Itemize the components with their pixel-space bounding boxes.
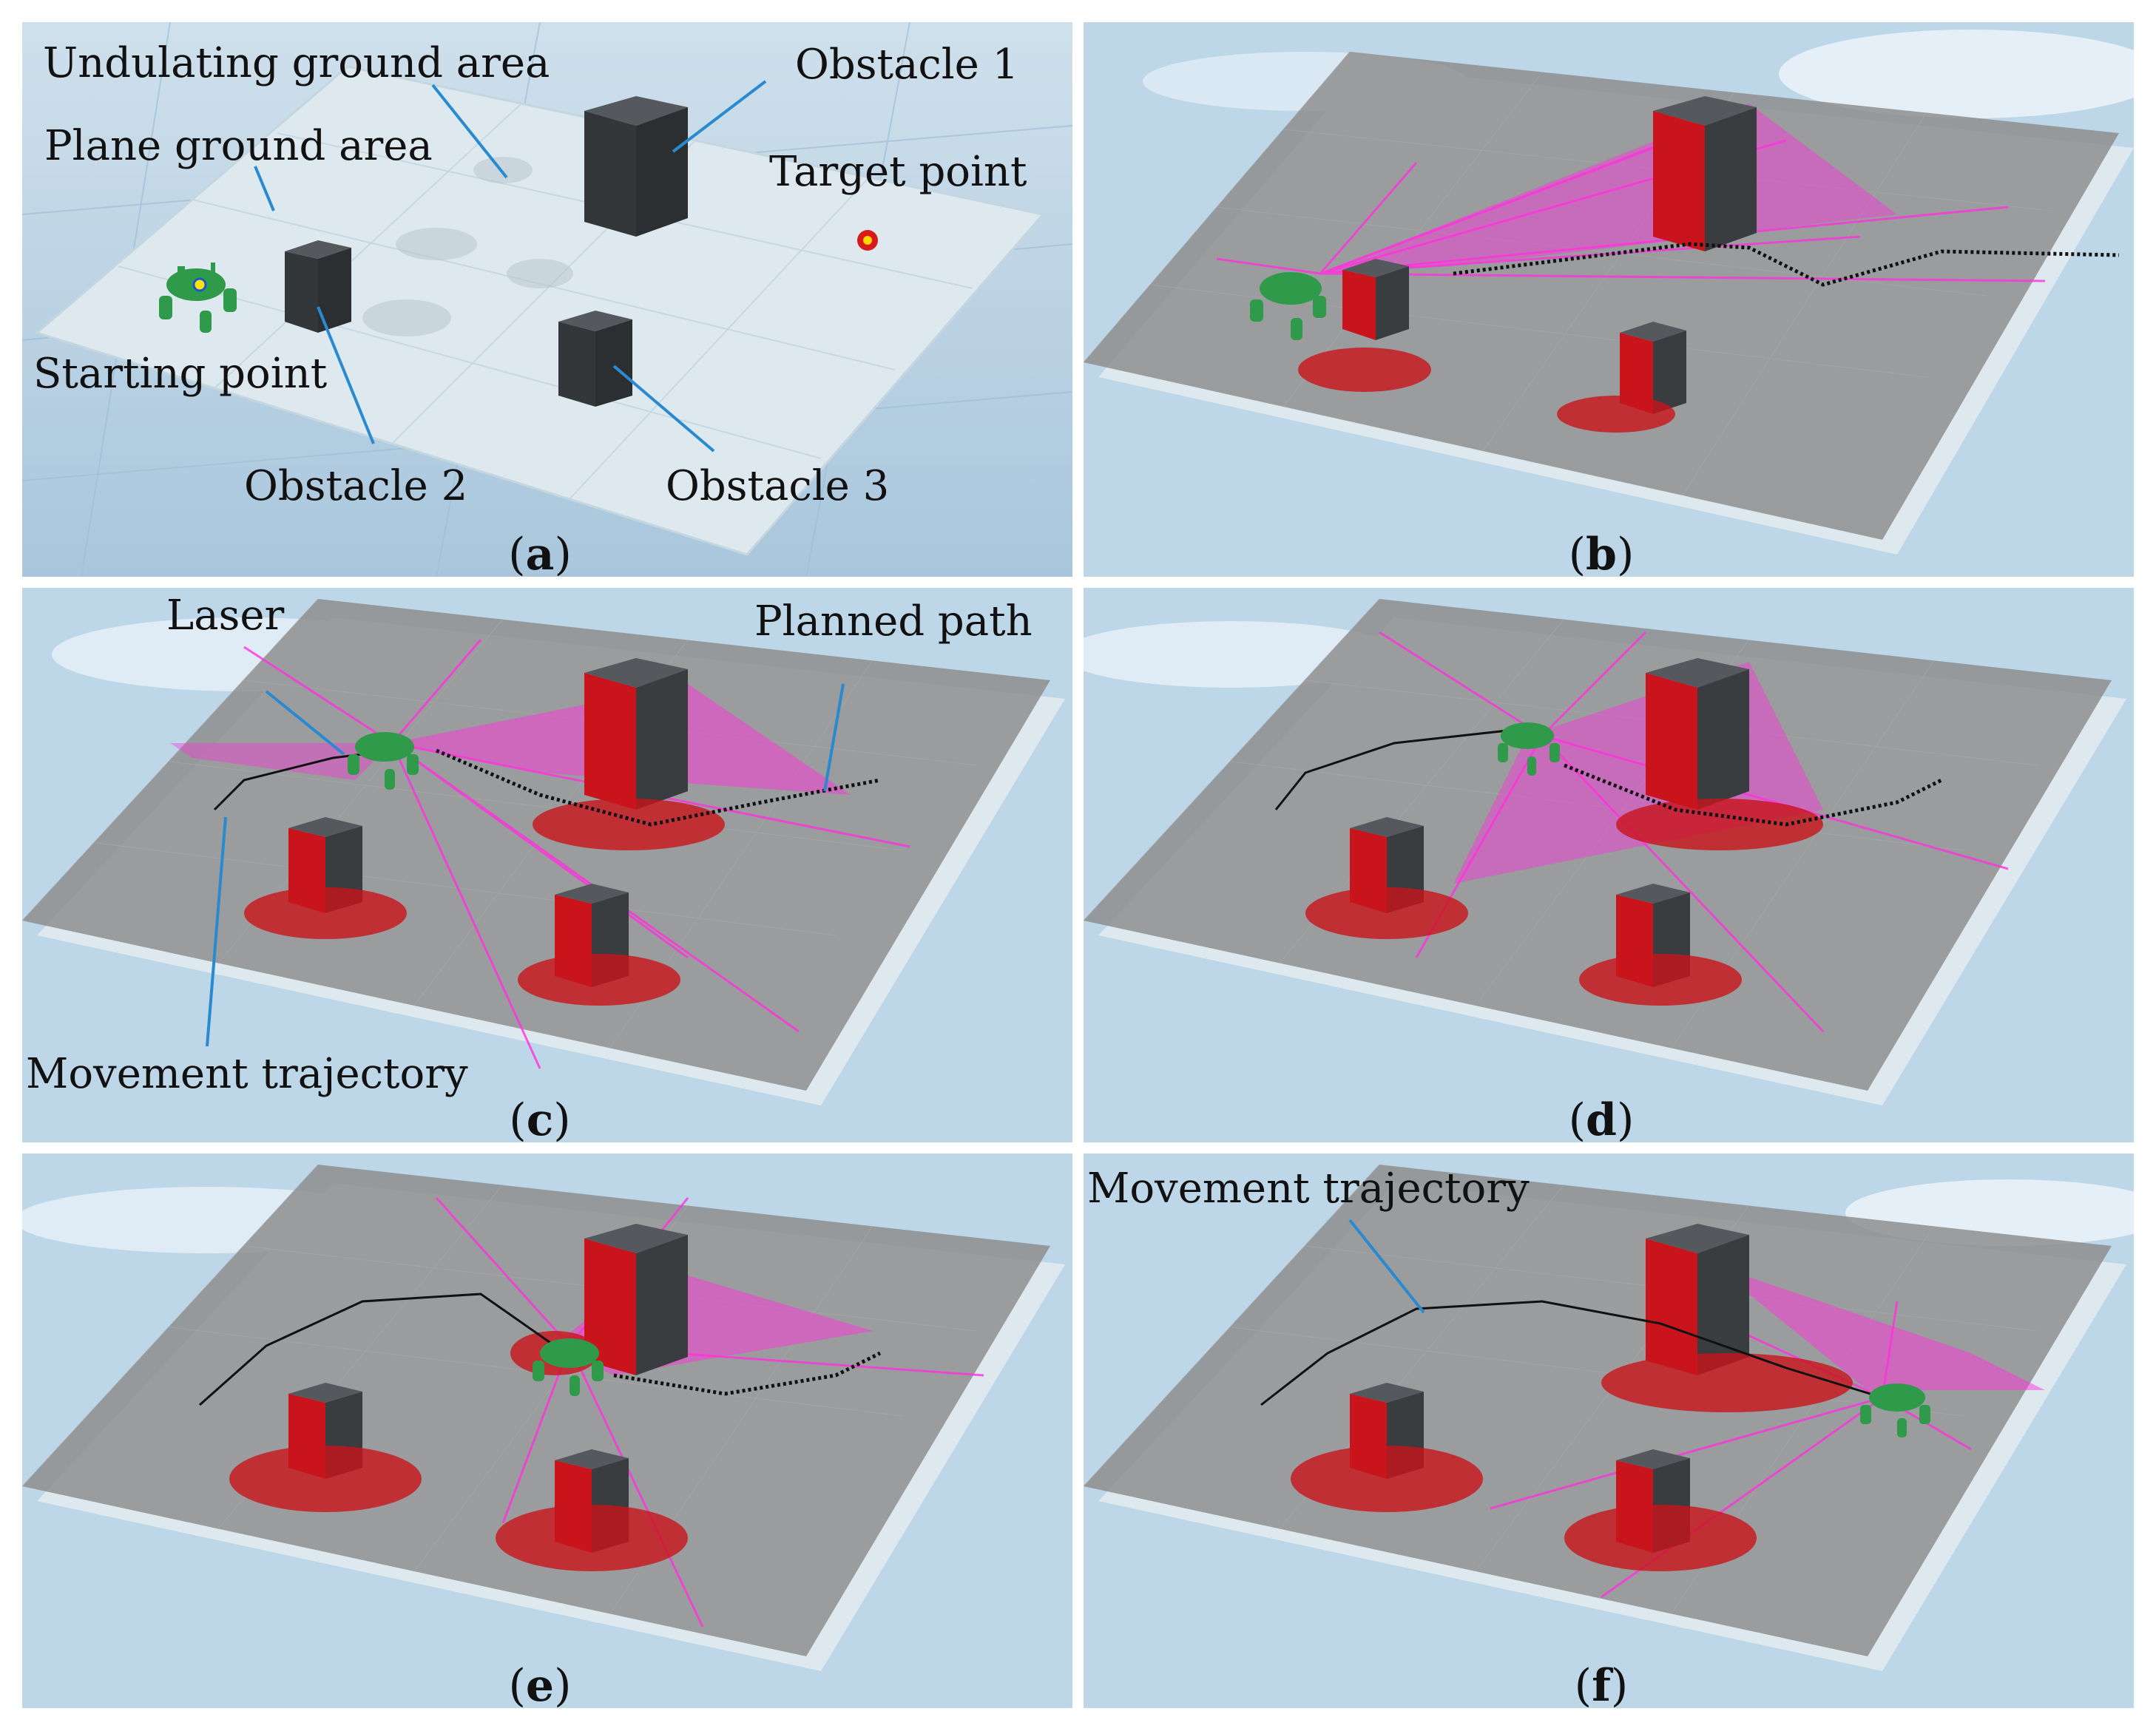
movement-trajectory [199, 1293, 555, 1406]
panel-b-scene [1084, 22, 2134, 577]
movement-trajectory [1274, 727, 1528, 810]
panel-e-letter: (e) [508, 1660, 572, 1708]
label-plane-ground-area: Plane ground area [44, 122, 433, 170]
panel-d-scene [1084, 588, 2134, 1142]
obstacle-1 [584, 96, 688, 237]
grid-cloud [22, 1165, 1050, 1656]
panel-b-letter: (b) [1568, 529, 1635, 577]
panel-a: Undulating ground area Obstacle 1 Plane … [22, 22, 1072, 577]
panel-a-scene [22, 22, 1072, 577]
planned-path [436, 748, 881, 827]
panel-b: (b) [1084, 22, 2134, 577]
planned-path [1564, 763, 1943, 827]
plane-ground [34, 65, 1045, 556]
panel-e-scene [22, 1154, 1072, 1708]
panel-a-letter: (a) [508, 529, 572, 577]
label-target-point: Target point [769, 148, 1027, 196]
label-undulating-ground-area: Undulating ground area [43, 39, 550, 87]
panel-c-letter: (c) [509, 1094, 571, 1142]
planned-path [1453, 242, 2120, 287]
label-obstacle-1: Obstacle 1 [795, 41, 1019, 89]
panel-c-scene [22, 588, 1072, 1142]
planned-path [613, 1351, 882, 1396]
label-movement-trajectory-f: Movement trajectory [1087, 1165, 1530, 1213]
label-obstacle-3: Obstacle 3 [666, 462, 890, 510]
label-planned-path: Planned path [754, 597, 1033, 646]
label-laser: Laser [166, 592, 285, 640]
obstacle-2 [285, 240, 351, 333]
label-starting-point: Starting point [33, 350, 328, 398]
label-movement-trajectory: Movement trajectory [26, 1050, 468, 1098]
obstacle-3 [558, 311, 632, 407]
panel-f-scene [1084, 1154, 2134, 1708]
movement-trajectory [1260, 1300, 1883, 1406]
panel-d-letter: (d) [1568, 1094, 1635, 1142]
grid-cloud [1084, 1165, 2112, 1656]
panel-e: (e) [22, 1154, 1072, 1708]
grid-cloud [1084, 599, 2112, 1091]
panel-d: (d) [1084, 588, 2134, 1142]
grid-cloud [1084, 52, 2119, 540]
label-obstacle-2: Obstacle 2 [244, 462, 468, 510]
panel-f-letter: (f) [1574, 1660, 1629, 1708]
panel-c: Laser Planned path Movement trajectory (… [22, 588, 1072, 1142]
panel-f: Movement trajectory (f) [1084, 1154, 2134, 1708]
